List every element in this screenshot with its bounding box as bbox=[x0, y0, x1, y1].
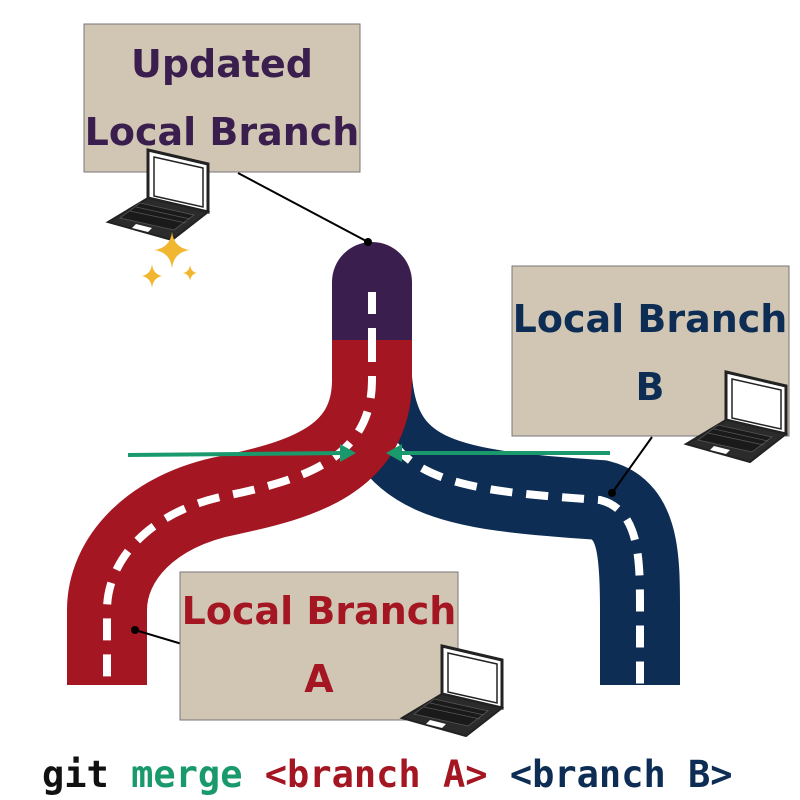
road-branch-b-dashes bbox=[368, 377, 644, 685]
sparkle-icon bbox=[142, 232, 197, 288]
command-branch-b: <branch B> bbox=[510, 753, 733, 796]
command-branch-a: <branch A> bbox=[265, 753, 488, 796]
road-updated-surface bbox=[332, 242, 412, 340]
road-branch-a-dashes bbox=[103, 340, 376, 685]
merge-arrow-icon bbox=[127, 444, 610, 462]
branch-a-label-line2: A bbox=[304, 657, 334, 701]
road-updated bbox=[332, 242, 412, 340]
branch-b-label-line2: B bbox=[636, 365, 665, 409]
command-merge: merge bbox=[131, 753, 242, 796]
command-git: git bbox=[42, 753, 109, 796]
local-branch-a-box: Local Branch A bbox=[179, 571, 459, 721]
road-branch-a bbox=[67, 340, 412, 685]
updated-label-line2: Local Branch bbox=[85, 110, 360, 154]
connector-branch-b bbox=[608, 436, 653, 497]
updated-local-branch-box: Updated Local Branch bbox=[83, 23, 361, 173]
branch-b-label-line1: Local Branch bbox=[513, 297, 788, 341]
branch-a-label-line1: Local Branch bbox=[182, 589, 457, 633]
connector-updated bbox=[237, 172, 372, 246]
updated-label-line1: Updated bbox=[131, 42, 313, 86]
git-merge-command: git merge <branch A> <branch B> bbox=[42, 753, 733, 796]
connector-branch-a bbox=[131, 626, 183, 645]
